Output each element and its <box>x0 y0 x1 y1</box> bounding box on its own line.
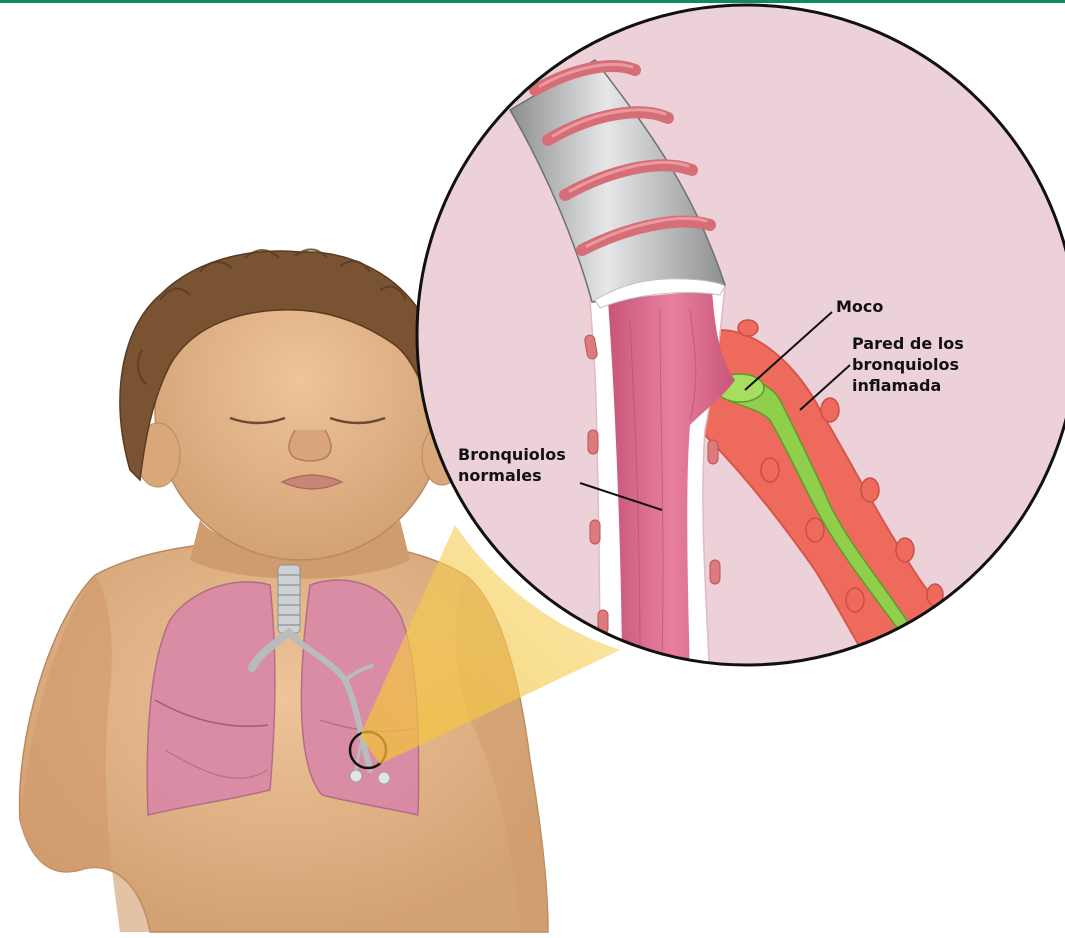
zoom-detail <box>417 5 1065 680</box>
label-normal-bronchioles: Bronquiolos normales <box>458 444 566 486</box>
nose <box>289 430 331 461</box>
label-moco: Moco <box>836 296 883 317</box>
label-inflamed-wall: Pared de los bronquiolos inflamada <box>852 333 964 396</box>
